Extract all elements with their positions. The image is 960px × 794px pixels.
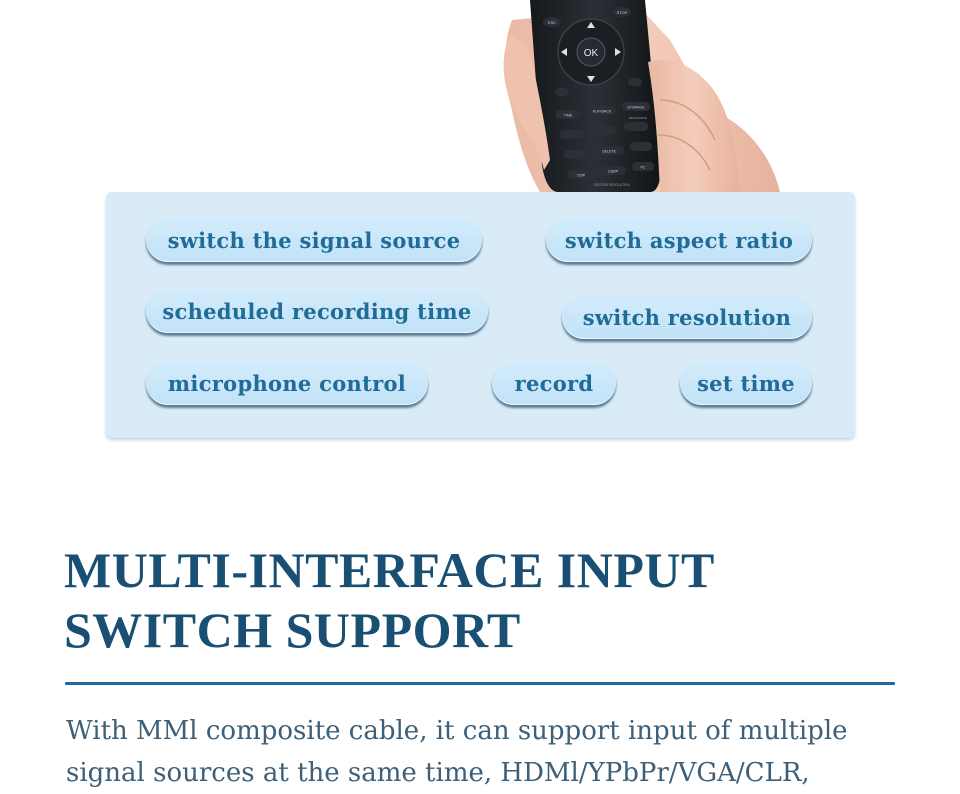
time-label: TIME bbox=[564, 114, 573, 118]
playback-button-shape bbox=[588, 106, 616, 115]
play-button-shape bbox=[592, 126, 616, 135]
720p-label: 720P bbox=[577, 174, 586, 178]
ok-label: OK bbox=[584, 48, 599, 59]
esc-button-shape bbox=[543, 17, 561, 27]
section-title-line-1: MULTI-INTERFACE INPUT bbox=[64, 542, 715, 598]
stop-button-shape bbox=[613, 7, 631, 17]
section-divider bbox=[65, 682, 895, 685]
pc-button-shape bbox=[632, 162, 654, 171]
thumb bbox=[503, 35, 550, 170]
feature-pill-set-time: set time bbox=[680, 361, 812, 405]
recording-label: RECORDING bbox=[629, 116, 648, 120]
feature-pill-switch-signal-source: switch the signal source bbox=[146, 218, 482, 262]
feature-panel: switch the signal source switch aspect r… bbox=[106, 192, 855, 438]
prev-button-shape bbox=[560, 130, 584, 139]
section-title: MULTI-INTERFACE INPUT SWITCH SUPPORT bbox=[64, 540, 715, 660]
pc-label: PC bbox=[641, 166, 646, 170]
rewind-button-shape bbox=[564, 150, 588, 159]
next-button-shape bbox=[624, 122, 648, 131]
finger-crease-lower bbox=[657, 134, 711, 171]
section-body-text: With MMl composite cable, it can support… bbox=[66, 716, 848, 788]
record-resolution-label: RECORD RESOLUTION bbox=[594, 183, 630, 187]
feature-pill-scheduled-recording-time: scheduled recording time bbox=[146, 289, 488, 333]
delete-button-shape bbox=[594, 146, 624, 155]
1080p-label: 1080P bbox=[608, 170, 619, 174]
feature-pill-label: record bbox=[514, 370, 594, 396]
finger-crease bbox=[659, 99, 716, 141]
playback-label: PLAYBACK bbox=[593, 110, 612, 114]
storage-button-shape bbox=[622, 102, 650, 111]
feature-pill-label: microphone control bbox=[167, 370, 407, 396]
time-button-shape bbox=[556, 110, 580, 119]
feature-pill-label: scheduled recording time bbox=[162, 298, 472, 324]
feature-pill-label: switch the signal source bbox=[167, 227, 461, 253]
fingers bbox=[648, 60, 740, 192]
feature-pill-label: switch resolution bbox=[582, 304, 792, 330]
720p-button-shape bbox=[568, 170, 594, 179]
feature-pill-microphone-control: microphone control bbox=[146, 361, 428, 405]
ok-button-shape bbox=[576, 37, 606, 67]
1080p-button-shape bbox=[600, 166, 626, 175]
remote-in-hand-illustration: OK ESC STOP TIME PLAYBACK STORAGE RECORD… bbox=[503, 0, 780, 192]
arrow-up-icon bbox=[587, 22, 595, 28]
section-title-line-2: SWITCH SUPPORT bbox=[64, 602, 521, 658]
arrow-down-icon bbox=[587, 76, 595, 82]
feature-pill-record: record bbox=[492, 361, 616, 405]
remote-control-image: OK ESC STOP TIME PLAYBACK STORAGE RECORD… bbox=[500, 0, 790, 192]
feature-pill-label: switch aspect ratio bbox=[564, 227, 794, 253]
arrow-right-icon bbox=[615, 48, 621, 56]
delete-label: DELETE bbox=[602, 150, 617, 154]
forward-button-shape bbox=[630, 142, 652, 151]
feature-pill-switch-aspect-ratio: switch aspect ratio bbox=[546, 218, 812, 262]
home-button-shape bbox=[555, 87, 569, 97]
stop-label: STOP bbox=[617, 10, 628, 15]
feature-pill-switch-resolution: switch resolution bbox=[562, 295, 812, 339]
esc-label: ESC bbox=[548, 20, 556, 25]
feature-pill-label: set time bbox=[697, 370, 795, 396]
arrow-left-icon bbox=[561, 48, 567, 56]
storage-label: STORAGE bbox=[627, 106, 645, 110]
back-button-shape bbox=[628, 77, 642, 87]
